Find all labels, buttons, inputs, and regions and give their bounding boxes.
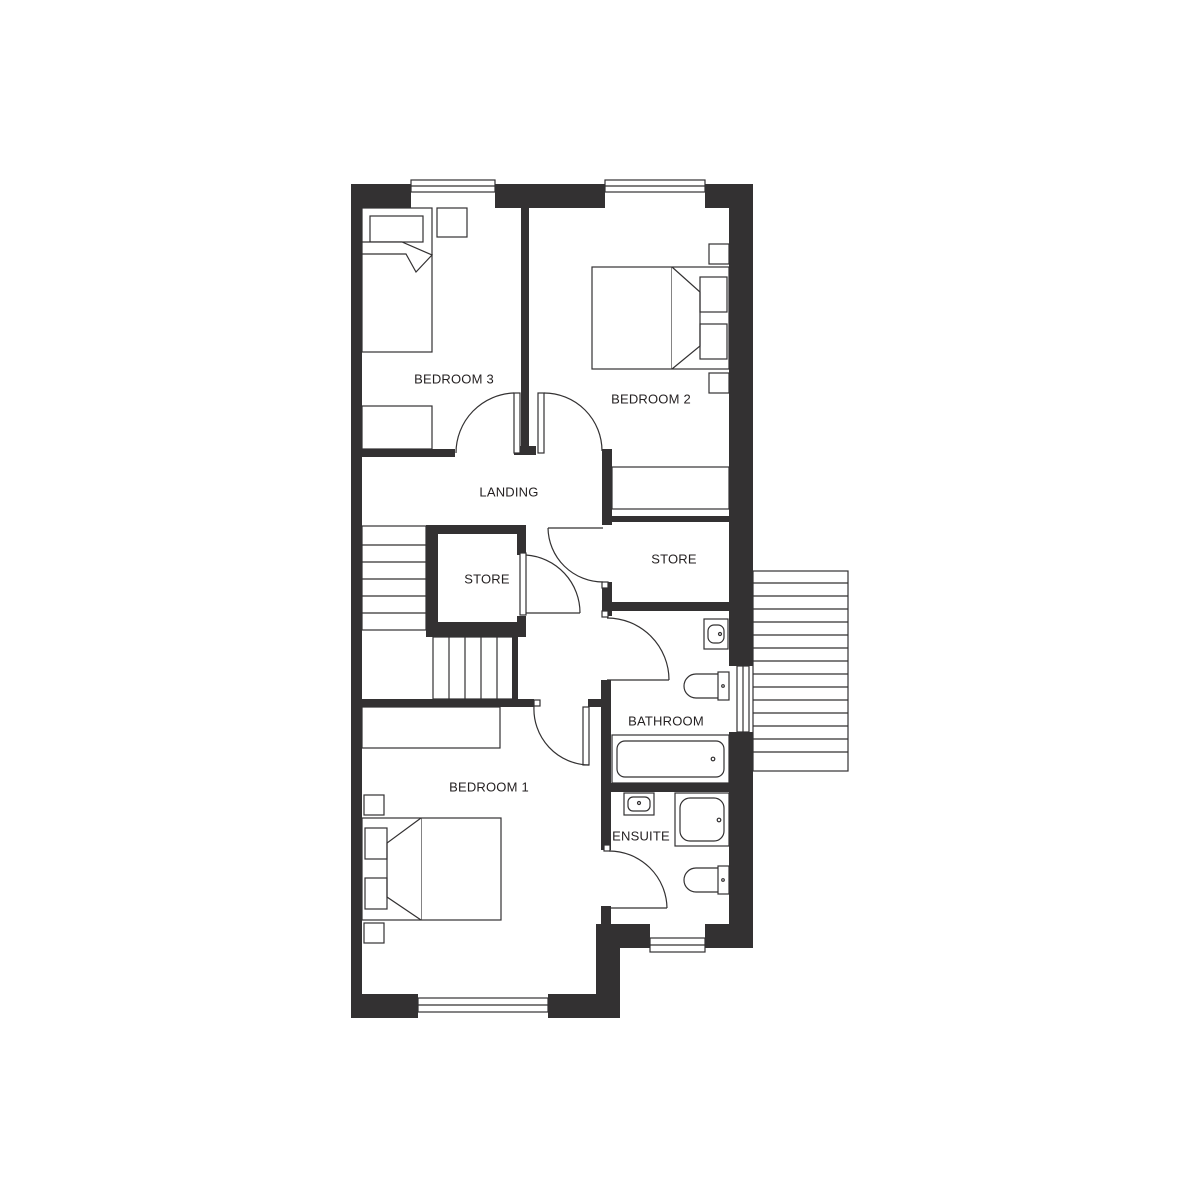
- wall-ensuite-bottom-right: [705, 924, 753, 948]
- window-bedroom1: [417, 997, 549, 1013]
- wall-store-left-top: [426, 525, 526, 534]
- label-bedroom3: BEDROOM 3: [414, 371, 494, 386]
- pillow-icon: [699, 276, 728, 313]
- wall-right-lower: [729, 732, 753, 948]
- wall-store-left-right-bottom: [517, 616, 526, 637]
- wall-landing-right-upper: [602, 449, 612, 525]
- external-deck: [752, 570, 849, 772]
- wall-bottom-right: [548, 994, 620, 1018]
- label-store-left: STORE: [464, 571, 510, 586]
- door-store-left: [519, 552, 581, 616]
- window-bedroom3: [410, 179, 496, 193]
- label-bathroom: BATHROOM: [628, 713, 704, 728]
- bedroom3-furniture: [361, 207, 468, 450]
- window-bedroom2: [604, 179, 706, 193]
- door-bedroom1: [533, 699, 590, 766]
- toilet-icon: [683, 671, 730, 701]
- staircase: [361, 525, 514, 700]
- wall-bathroom-left: [601, 680, 611, 850]
- wardrobe-icon: [361, 706, 501, 749]
- internal-walls: [362, 208, 729, 928]
- bedside-table-icon: [436, 207, 468, 238]
- wall-bed3-bed2-end: [514, 446, 536, 455]
- window-ensuite: [649, 937, 706, 953]
- windows: [410, 179, 750, 1013]
- wall-bottom-left: [351, 994, 418, 1018]
- bedside-table-icon: [708, 243, 730, 265]
- bed-sheet-icon: [386, 817, 422, 921]
- label-bedroom1: BEDROOM 1: [449, 779, 529, 794]
- wall-bed3-bottom: [362, 449, 455, 457]
- wall-bed1-top-right: [588, 699, 606, 707]
- door-bedroom2: [537, 392, 603, 454]
- pillow-icon: [369, 215, 424, 243]
- double-bed-icon: [591, 266, 730, 370]
- label-landing: LANDING: [479, 484, 538, 499]
- bathroom-furniture: [611, 618, 730, 784]
- room-labels: BEDROOM 3 BEDROOM 2 LANDING STORE STORE …: [414, 371, 704, 843]
- wall-store-right-bottom: [602, 602, 729, 611]
- wall-store-left-right-top: [517, 525, 526, 555]
- bedside-table-icon: [363, 922, 385, 944]
- wall-store-right-top: [602, 516, 729, 522]
- door-ensuite: [603, 844, 668, 909]
- label-bedroom2: BEDROOM 2: [611, 391, 691, 406]
- single-bed-icon: [361, 207, 433, 353]
- double-bed-icon: [361, 817, 502, 921]
- pillow-icon: [364, 827, 388, 860]
- toilet-icon: [683, 865, 730, 895]
- wall-left: [351, 184, 362, 1018]
- wall-right-upper: [729, 184, 753, 666]
- doors: [455, 392, 670, 909]
- desk-icon: [361, 405, 433, 450]
- wall-top-middle: [495, 184, 605, 208]
- pillow-icon: [364, 877, 388, 910]
- wardrobe-icon: [611, 466, 730, 510]
- door-bathroom: [601, 610, 670, 681]
- label-store-right: STORE: [651, 551, 697, 566]
- door-store-right: [547, 527, 609, 589]
- door-bedroom3: [455, 392, 521, 454]
- bed-sheet-fold-icon: [361, 241, 434, 274]
- pillow-icon: [699, 323, 728, 360]
- bathtub-icon: [611, 734, 730, 784]
- bedside-table-icon: [708, 372, 730, 394]
- wall-landing-right-mid: [602, 582, 612, 616]
- wall-bath-ensuite: [601, 783, 729, 792]
- sink-icon: [703, 618, 729, 650]
- wall-store-left-left: [426, 525, 438, 637]
- bedroom1-furniture: [361, 706, 502, 944]
- bedside-table-icon: [363, 794, 385, 816]
- label-ensuite: ENSUITE: [612, 828, 670, 843]
- ensuite-furniture: [623, 792, 730, 895]
- shower-tray-icon: [674, 792, 730, 847]
- wall-stair-right: [512, 636, 518, 706]
- bedroom2-furniture: [591, 243, 730, 510]
- wall-bed3-bed2: [521, 208, 529, 454]
- wall-store-left-bottom: [426, 622, 526, 637]
- sink-icon: [623, 792, 655, 816]
- bed-sheet-icon: [671, 266, 701, 370]
- window-bathroom: [736, 665, 750, 733]
- external-walls: [351, 184, 753, 1018]
- wall-bed1-top: [362, 699, 534, 707]
- wall-ensuite-left-lower: [601, 906, 611, 928]
